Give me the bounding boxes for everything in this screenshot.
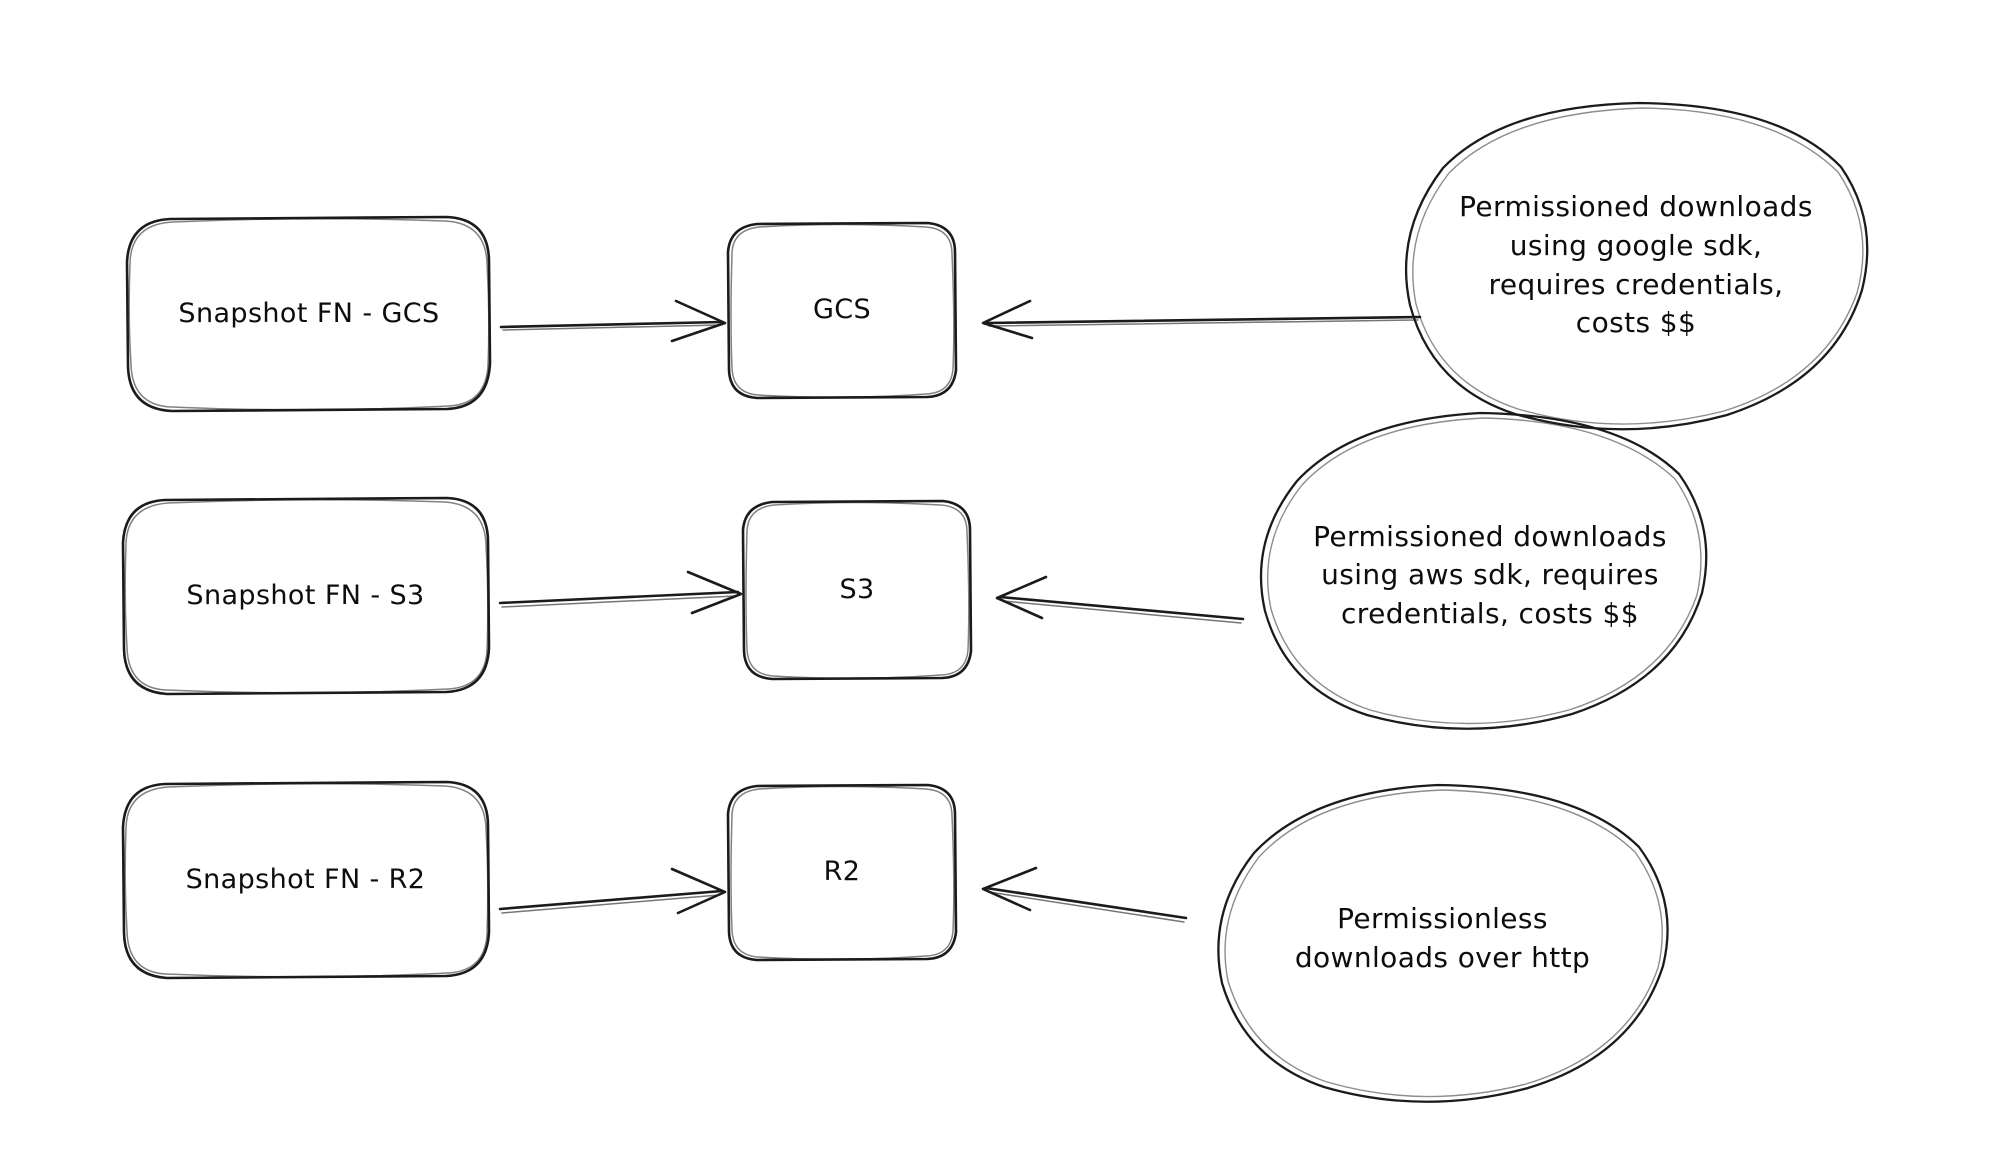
note-r2-shape[interactable] — [1217, 783, 1669, 1103]
note-s3-shape[interactable] — [1259, 411, 1708, 730]
edge-note-s3-to-s3 — [995, 575, 1245, 624]
node-snapshot-fn-gcs[interactable] — [125, 215, 492, 413]
note-gcs-shape[interactable] — [1404, 101, 1869, 431]
edge-snapshot-fn-r2-to-r2 — [498, 867, 727, 915]
edge-note-gcs-to-gcs — [981, 299, 1422, 340]
node-s3[interactable] — [741, 499, 973, 681]
node-snapshot-fn-r2[interactable] — [121, 780, 491, 980]
edge-snapshot-fn-s3-to-s3 — [498, 570, 743, 615]
node-gcs[interactable] — [726, 221, 958, 400]
edge-note-r2-to-r2 — [981, 866, 1188, 923]
node-r2[interactable] — [726, 783, 958, 962]
edge-snapshot-fn-gcs-to-gcs — [499, 299, 727, 343]
node-snapshot-fn-s3[interactable] — [121, 496, 491, 696]
